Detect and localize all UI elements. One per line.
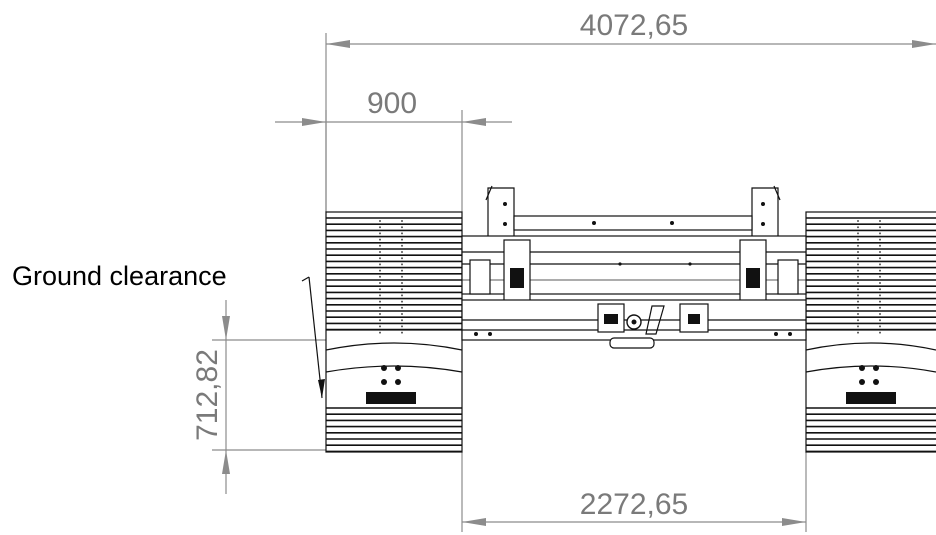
inner-gap-value: 2272,65 xyxy=(580,488,688,521)
ground-clearance-label: Ground clearance xyxy=(12,261,227,291)
track-width-value: 900 xyxy=(367,87,417,120)
right-track xyxy=(805,211,936,453)
ground-clearance-value: 712,82 xyxy=(191,349,224,441)
overall-width-value: 4072,65 xyxy=(580,9,688,42)
dimension-ground-clearance: 712,82 xyxy=(191,300,326,494)
left-track-treads xyxy=(326,217,462,453)
right-track-hub xyxy=(846,392,896,404)
left-track xyxy=(325,211,463,453)
ground-clearance-callout: Ground clearance xyxy=(12,261,325,399)
chassis-frame xyxy=(461,185,807,349)
dimension-inner-gap: 2272,65 xyxy=(461,452,807,532)
right-track-treads xyxy=(806,217,936,453)
left-track-hub xyxy=(366,392,416,404)
dimension-track-width: 900 xyxy=(275,87,512,212)
dimension-overall-width: 4072,65 xyxy=(325,9,936,212)
